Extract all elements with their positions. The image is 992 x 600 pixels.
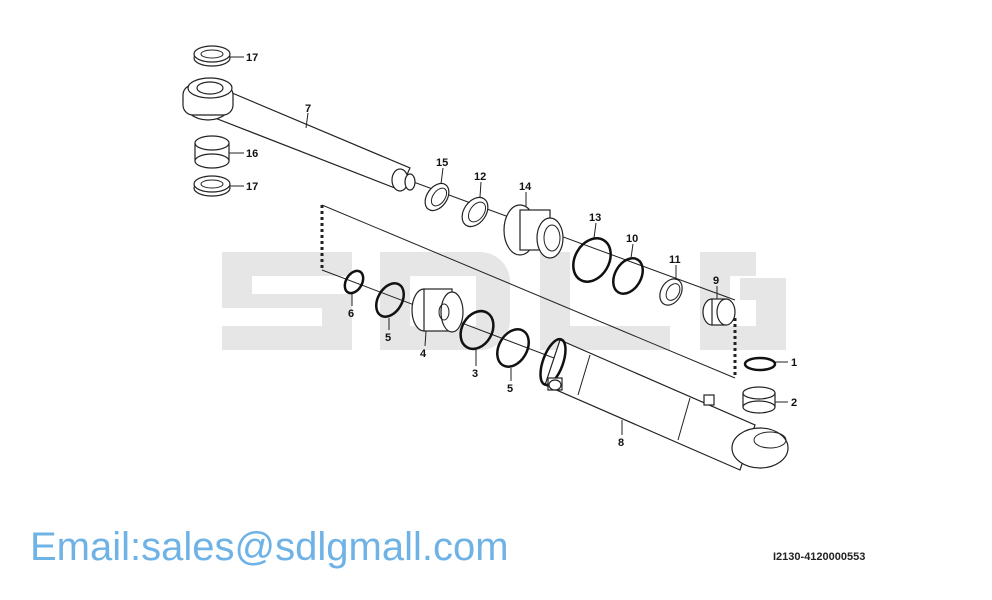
callout-6: 6 [348, 308, 354, 320]
wiper-15 [424, 182, 450, 212]
o-ring-13 [572, 237, 612, 283]
callout-8: 8 [618, 437, 624, 449]
callout-10: 10 [626, 233, 638, 245]
callout-9: 9 [713, 275, 719, 287]
callout-17: 17 [246, 52, 258, 64]
bushing-16 [194, 135, 230, 169]
piston-rod [182, 77, 416, 192]
callout-4: 4 [420, 348, 427, 360]
callout-2: 2 [791, 397, 797, 409]
cylinder-head-14 [503, 204, 564, 259]
o-ring-1 [743, 356, 777, 372]
callout-14: 14 [519, 181, 532, 193]
bushing-2 [742, 386, 776, 414]
callout-12: 12 [474, 171, 486, 183]
backup-ring-10 [612, 257, 644, 295]
ring-5-left [375, 282, 405, 318]
callout-3: 3 [472, 368, 478, 380]
bushing-9 [702, 298, 736, 326]
seal-17-bottom [193, 175, 231, 197]
callout-5: 5 [507, 383, 513, 395]
watermark-email: Email:sales@sdlgmall.com [30, 525, 509, 569]
seal-12 [461, 196, 489, 228]
callout-16: 16 [246, 148, 258, 160]
leader-lines [229, 56, 788, 435]
seal-11 [659, 278, 683, 306]
ring-3 [459, 309, 495, 351]
callout-1: 1 [791, 357, 797, 369]
callout-17: 17 [246, 181, 258, 193]
ring-6 [343, 269, 365, 295]
seal-17-top [193, 45, 231, 67]
callout-11: 11 [669, 254, 681, 266]
guide-line [321, 204, 736, 379]
ring-5-right [496, 328, 530, 368]
drawing-code: I2130-4120000553 [773, 551, 866, 563]
cylinder-barrel [539, 337, 789, 471]
callout-7: 7 [305, 103, 311, 115]
callout-5: 5 [385, 332, 391, 344]
callout-15: 15 [436, 157, 448, 169]
piston-4 [411, 288, 464, 333]
callout-13: 13 [589, 212, 601, 224]
